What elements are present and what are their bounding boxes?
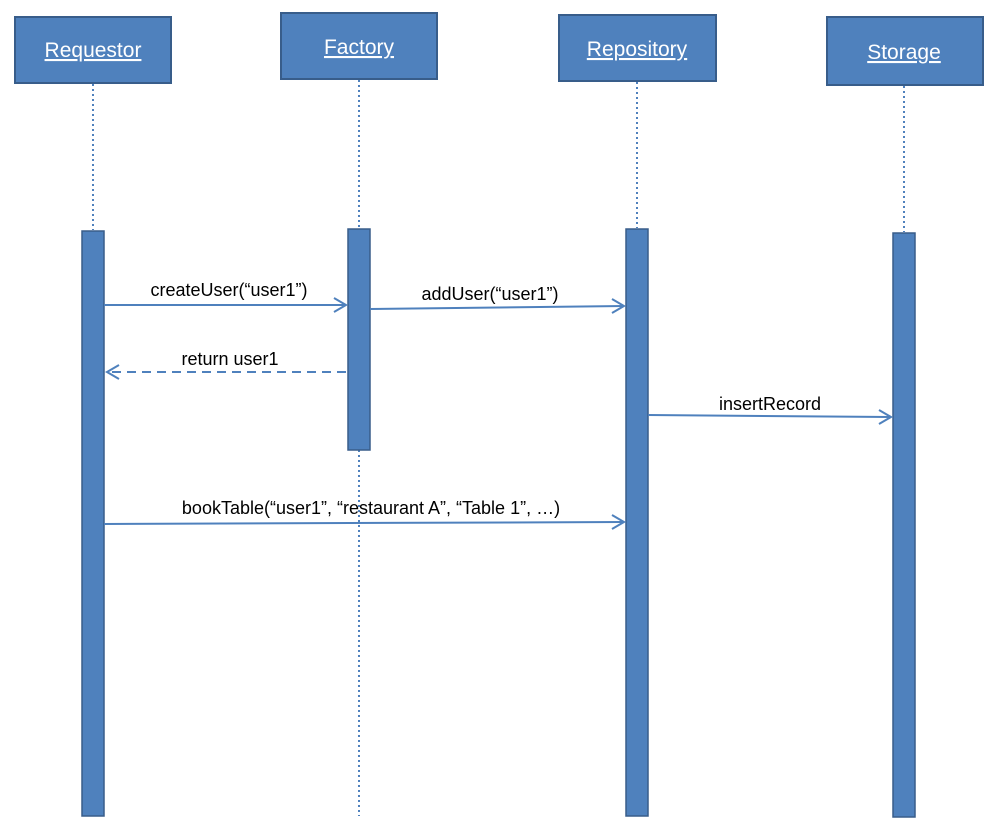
message-return-user: return user1 bbox=[105, 349, 346, 380]
message-return-user-label: return user1 bbox=[181, 349, 278, 369]
participant-storage-label: Storage bbox=[867, 41, 941, 64]
arrow-head-icon bbox=[105, 364, 120, 380]
activation-storage bbox=[892, 232, 916, 818]
message-book-table-label: bookTable(“user1”, “restaurant A”, “Tabl… bbox=[182, 498, 560, 518]
activation-factory bbox=[347, 228, 371, 451]
arrow-head-icon bbox=[611, 298, 626, 314]
arrow-head-icon bbox=[878, 409, 893, 425]
participant-storage: Storage bbox=[826, 16, 984, 86]
message-add-user-label: addUser(“user1”) bbox=[421, 284, 558, 304]
activation-requestor bbox=[81, 230, 105, 817]
message-create-user: createUser(“user1”) bbox=[104, 280, 348, 313]
message-insert-record: insertRecord bbox=[647, 394, 893, 425]
activation-repository bbox=[625, 228, 649, 817]
message-create-user-label: createUser(“user1”) bbox=[150, 280, 307, 300]
arrow-head-icon bbox=[611, 514, 626, 530]
participant-repository-label: Repository bbox=[587, 38, 688, 61]
participant-requestor-label: Requestor bbox=[45, 39, 142, 62]
message-add-user: addUser(“user1”) bbox=[369, 284, 626, 314]
participant-factory: Factory bbox=[280, 12, 438, 80]
arrow-head-icon bbox=[333, 297, 348, 313]
participant-requestor: Requestor bbox=[14, 16, 172, 84]
message-book-table: bookTable(“user1”, “restaurant A”, “Tabl… bbox=[103, 498, 626, 530]
message-insert-record-label: insertRecord bbox=[719, 394, 821, 414]
participant-factory-label: Factory bbox=[324, 36, 395, 59]
participant-repository: Repository bbox=[558, 14, 717, 82]
